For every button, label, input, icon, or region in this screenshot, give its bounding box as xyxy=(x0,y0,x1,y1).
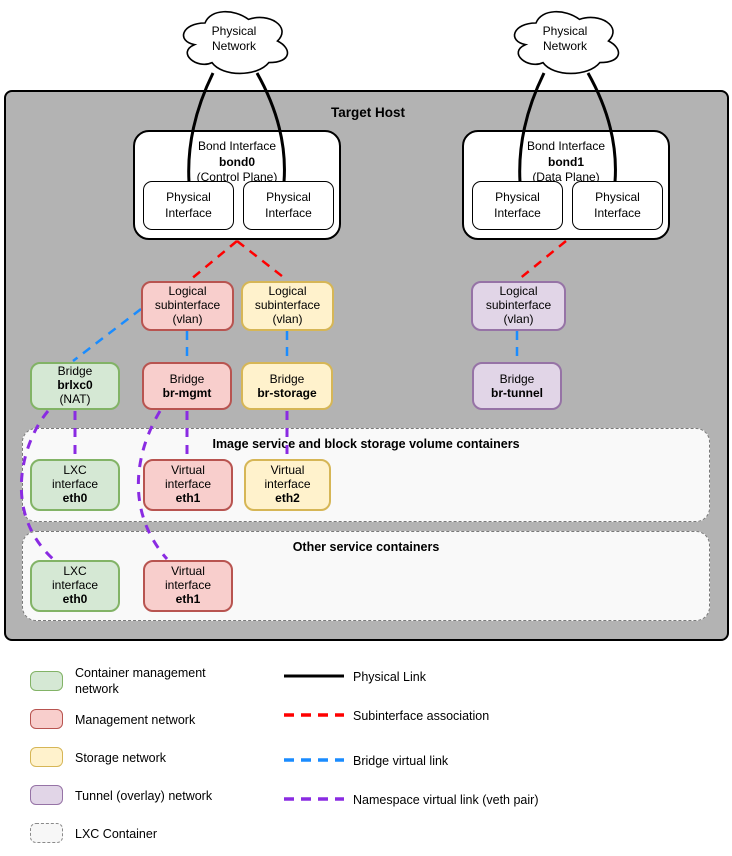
physical-link xyxy=(255,72,286,183)
physical-link xyxy=(187,72,215,183)
legend-swatch-container-network xyxy=(30,671,63,691)
legend-line-bridge xyxy=(284,758,344,762)
legend-label: Bridge virtual link xyxy=(353,754,449,768)
legend-label: Management network xyxy=(75,713,196,727)
logical-subinterface-storage: Logical subinterface (vlan) xyxy=(241,281,334,331)
bridge-br-tunnel: Bridge br-tunnel xyxy=(472,362,562,410)
legend-swatch-storage-network xyxy=(30,747,63,767)
physical-network-label-right: Physical Network xyxy=(542,24,588,53)
group1-lxc-eth0: LXC interface eth0 xyxy=(30,459,120,511)
group1-virtual-eth1: Virtual interface eth1 xyxy=(143,459,233,511)
namespace-veth-link xyxy=(136,410,169,560)
bond0-physical-interface-1: Physical Interface xyxy=(143,181,234,230)
container-group-title: Other service containers xyxy=(292,540,440,554)
legend-swatch-lxc-container xyxy=(30,823,63,843)
legend-label: Subinterface association xyxy=(353,709,490,723)
group2-lxc-eth0: LXC interface eth0 xyxy=(30,560,120,612)
physical-link xyxy=(586,72,617,183)
bond0-plane: (Control Plane) xyxy=(196,170,278,185)
physical-network-cloud-right xyxy=(513,10,620,75)
bridge-br-storage: Bridge br-storage xyxy=(241,362,333,410)
bond0-physical-interface-2: Physical Interface xyxy=(243,181,334,230)
bond0-device: bond0 xyxy=(219,154,255,169)
legend-label: Namespace virtual link (veth pair) xyxy=(353,793,539,807)
legend-label: Storage network xyxy=(75,751,167,765)
group2-virtual-eth1: Virtual interface eth1 xyxy=(143,560,233,612)
legend-label: Physical Link xyxy=(353,670,426,684)
namespace-veth-link xyxy=(19,410,55,561)
logical-subinterface-mgmt: Logical subinterface (vlan) xyxy=(141,281,234,331)
legend-swatch-management-network xyxy=(30,709,63,729)
physical-link xyxy=(518,72,546,183)
legend-swatch-tunnel-network xyxy=(30,785,63,805)
logical-subinterface-tunnel: Logical subinterface (vlan) xyxy=(471,281,566,331)
bridge-virtual-link xyxy=(72,308,142,362)
legend-line-namespace xyxy=(284,797,344,801)
physical-network-label-left: Physical Network xyxy=(211,24,257,53)
legend-line-physical xyxy=(284,674,344,678)
physical-network-cloud-left xyxy=(182,10,289,75)
bond1-title: Bond Interface xyxy=(526,139,606,153)
container-group-title: Image service and block storage volume c… xyxy=(212,437,520,451)
legend-label: Tunnel (overlay) network xyxy=(75,789,213,803)
bond1-device: bond1 xyxy=(548,154,584,169)
legend-label: Container management network xyxy=(75,666,206,697)
group1-virtual-eth2: Virtual interface eth2 xyxy=(244,459,331,511)
bridge-brlxc0: Bridge brlxc0 (NAT) xyxy=(30,362,120,410)
subinterface-association-link xyxy=(517,240,567,281)
bond1-physical-interface-2: Physical Interface xyxy=(572,181,663,230)
subinterface-association-link xyxy=(189,240,238,281)
subinterface-association-link xyxy=(236,240,288,281)
container-group-image-storage: Image service and block storage volume c… xyxy=(22,428,710,522)
bridge-br-mgmt: Bridge br-mgmt xyxy=(142,362,232,410)
bond1-physical-interface-1: Physical Interface xyxy=(472,181,563,230)
legend-line-subinterface xyxy=(284,713,344,717)
container-group-other: Other service containers xyxy=(22,531,710,621)
target-host-label: Target Host xyxy=(330,105,405,120)
legend-label: LXC Container xyxy=(75,827,157,841)
bond1-plane: (Data Plane) xyxy=(532,170,600,185)
bond0-title: Bond Interface xyxy=(197,139,277,153)
